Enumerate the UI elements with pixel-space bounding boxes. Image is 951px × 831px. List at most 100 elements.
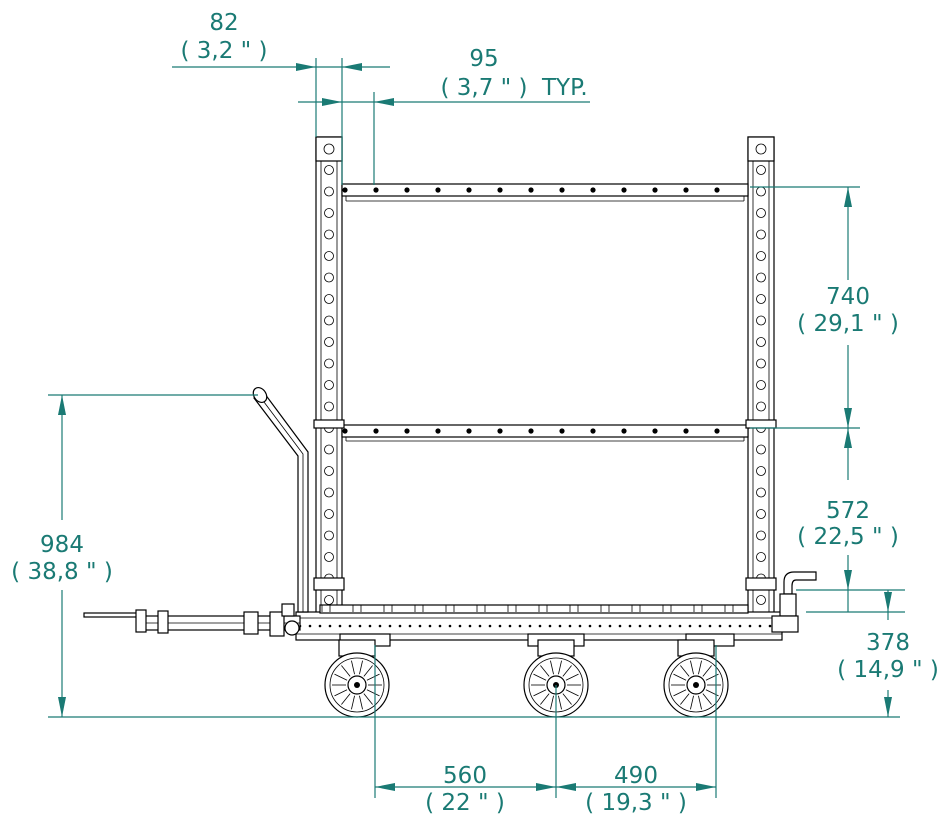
- upright-hole: [756, 380, 766, 390]
- deck-clamp: [321, 604, 331, 612]
- beam-hole: [404, 428, 410, 434]
- deck-hole: [498, 624, 502, 628]
- deck-hole: [688, 624, 692, 628]
- upright-hole: [756, 595, 766, 605]
- upright-hole: [756, 208, 766, 218]
- dim-490-inch: ( 19,3 " ): [585, 790, 687, 816]
- push-handle: [252, 386, 309, 613]
- upright-hole: [324, 294, 334, 304]
- deck-hole: [618, 624, 622, 628]
- tow-bar: [83, 603, 301, 637]
- upright-hole: [324, 337, 334, 347]
- deck-hole: [758, 624, 762, 628]
- upright-hole: [756, 487, 766, 498]
- upright-hole: [756, 509, 766, 519]
- upright-hole: [324, 229, 334, 240]
- deck-clamp: [445, 604, 455, 612]
- upright-hole: [756, 294, 766, 304]
- cart-frame: [313, 136, 777, 616]
- deck-clamps: [321, 604, 734, 612]
- upright-hole: [324, 358, 334, 369]
- deck-hole: [658, 624, 662, 628]
- dim-378-inch: ( 14,9 " ): [837, 657, 939, 683]
- deck-hole: [448, 624, 452, 628]
- deck-hole: [568, 624, 572, 628]
- deck-hole: [408, 624, 412, 628]
- deck-clamp: [631, 604, 641, 612]
- deck-hole: [538, 624, 542, 628]
- beam-hole: [373, 187, 379, 193]
- beam-hole: [466, 187, 472, 193]
- deck-holes: [298, 624, 772, 628]
- beam-hole: [466, 428, 472, 434]
- deck-hole: [638, 624, 642, 628]
- deck-clamp: [569, 604, 579, 612]
- deck-hole: [388, 624, 392, 628]
- beam-hole: [714, 187, 720, 193]
- tow-hitch: [771, 571, 817, 633]
- deck-hole: [528, 624, 532, 628]
- dimension-lines: [48, 58, 905, 798]
- beam-hole: [342, 187, 348, 193]
- dim-984-mm: 984: [40, 532, 84, 558]
- deck-hole: [608, 624, 612, 628]
- upright-hole: [324, 487, 334, 498]
- dim-572-mm: 572: [826, 498, 870, 524]
- deck-clamp: [538, 604, 548, 612]
- beam-hole: [528, 187, 534, 193]
- beam-hole: [497, 187, 503, 193]
- deck-hole: [358, 624, 362, 628]
- upright-hole: [756, 401, 766, 412]
- upright-hole: [324, 251, 334, 261]
- deck-clamp: [476, 604, 486, 612]
- deck-hole: [488, 624, 492, 628]
- beam-hole: [652, 187, 658, 193]
- beam-hole: [714, 428, 720, 434]
- deck-hole: [338, 624, 342, 628]
- deck-clamp: [507, 604, 517, 612]
- deck-hole: [368, 624, 372, 628]
- deck-hole: [728, 624, 732, 628]
- deck-hole: [768, 624, 772, 628]
- upright-hole: [756, 165, 766, 175]
- upright-hole: [324, 444, 334, 455]
- upright-hole: [323, 143, 335, 155]
- upright-hole: [324, 315, 334, 326]
- dim-378-mm: 378: [866, 630, 910, 656]
- deck-hole: [558, 624, 562, 628]
- beam-hole: [528, 428, 534, 434]
- deck-hole: [318, 624, 322, 628]
- beam-hole: [683, 187, 689, 193]
- dimension-labels: 82 ( 3,2 " ) 95 ( 3,7 " ) TYP. 740 ( 29,…: [11, 10, 939, 816]
- beam-hole: [404, 187, 410, 193]
- dim-82-inch: ( 3,2 " ): [180, 38, 267, 64]
- upright-hole: [756, 272, 766, 283]
- upright-hole: [756, 530, 766, 541]
- beam-hole: [590, 428, 596, 434]
- caster-wheel: [523, 639, 589, 718]
- deck-hole: [748, 624, 752, 628]
- upright-hole: [324, 509, 334, 519]
- upright-hole: [324, 165, 334, 175]
- beam-hole: [342, 428, 348, 434]
- deck-hole: [398, 624, 402, 628]
- beam-hole: [373, 428, 379, 434]
- deck-clamp: [383, 604, 393, 612]
- deck-hole: [628, 624, 632, 628]
- top-shelf-beam: [341, 183, 749, 197]
- upright-hole: [756, 358, 766, 369]
- upright-hole: [324, 272, 334, 283]
- deck-hole: [578, 624, 582, 628]
- middle-shelf-beam: [341, 424, 749, 438]
- deck-hole: [418, 624, 422, 628]
- upright-hole: [756, 552, 766, 562]
- deck-hole: [428, 624, 432, 628]
- deck-hole: [518, 624, 522, 628]
- caster-wheel: [663, 639, 729, 718]
- upright-hole: [756, 337, 766, 347]
- caster-wheels: [324, 639, 729, 718]
- deck-hole: [678, 624, 682, 628]
- deck-hole: [708, 624, 712, 628]
- deck-hole: [588, 624, 592, 628]
- deck-hole: [548, 624, 552, 628]
